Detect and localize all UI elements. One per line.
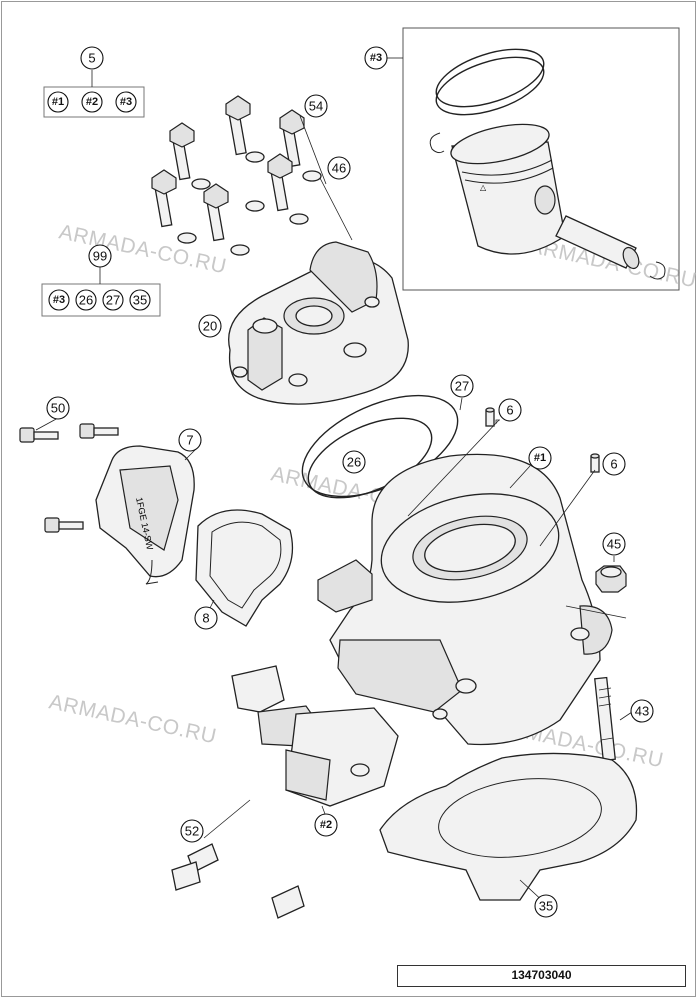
head-bolts [151,95,305,242]
svg-text:7: 7 [186,433,193,448]
svg-text:#3: #3 [53,294,65,306]
svg-text:#1: #1 [52,96,64,108]
svg-text:#3: #3 [370,52,382,64]
watermark-1: ARMADA-CO.RU [57,220,229,278]
callout-27a: 27 [102,289,124,311]
piston-kit-frame [402,27,680,291]
callout-20: 20 [198,314,222,338]
callout-3c: #3 [48,289,70,311]
svg-text:52: 52 [185,824,199,839]
nut-45 [595,565,627,593]
svg-text:6: 6 [610,457,617,472]
callout-26a: 26 [75,289,97,311]
svg-text:35: 35 [539,899,553,914]
callout-27: 27 [450,374,474,398]
piston-pin [555,215,640,270]
svg-text:△: △ [480,183,487,192]
svg-text:#2: #2 [320,819,332,831]
svg-text:26: 26 [79,293,93,308]
svg-text:#2: #2 [86,96,98,108]
svg-text:99: 99 [93,249,107,264]
bushings-52 [171,843,305,919]
callout-46: 46 [327,156,351,180]
svg-text:50: 50 [51,401,65,416]
svg-text:27: 27 [106,293,120,308]
callout-54: 54 [304,94,328,118]
svg-text:5: 5 [88,51,95,66]
circlip-right [649,261,666,280]
callout-99: 99 [88,244,112,268]
svg-text:#3: #3 [120,96,132,108]
callout-50: 50 [46,396,70,420]
piston: △ [450,123,566,255]
callout-6b: 6 [602,452,626,476]
circlip-left [429,132,445,154]
exhaust-flange-cover: 1FGE 14-SW [95,445,195,585]
svg-text:20: 20 [203,319,217,334]
callout-6a: 6 [498,398,522,422]
watermark-4: ARMADA-CO.RU [47,690,219,748]
callout-3b: #3 [364,46,388,70]
callout-43: 43 [630,699,654,723]
svg-text:26: 26 [347,455,361,470]
svg-text:8: 8 [202,611,209,626]
svg-text:#1: #1 [534,452,546,464]
svg-text:35: 35 [133,293,147,308]
callouts: 5 #1 #2 #3 54 46 #3 99 #3 26 27 35 20 27… [46,46,654,918]
callout-8: 8 [194,606,218,630]
callout-5: 5 [80,46,104,70]
o-ring-26 [307,417,433,499]
svg-text:45: 45 [607,537,621,552]
cylinder [317,453,613,746]
callout-1a: #1 [47,91,69,113]
svg-text:6: 6 [506,403,513,418]
callout-2a: #2 [81,91,103,113]
callout-26: 26 [342,450,366,474]
drawing-code: 134703040 [397,965,686,987]
gasket-8 [195,509,294,627]
valve-parts [231,665,399,807]
svg-text:27: 27 [455,379,469,394]
callout-45: 45 [602,532,626,556]
svg-text:54: 54 [309,99,323,114]
bolts-50 [19,423,119,533]
dowel-pins [485,407,600,473]
callout-35: 35 [534,894,558,918]
callout-35a: 35 [129,289,151,311]
base-gasket-35 [379,752,638,901]
washers [177,151,322,256]
svg-text:46: 46 [332,161,346,176]
callout-7: 7 [178,428,202,452]
piston-rings [435,48,545,116]
svg-text:43: 43 [635,704,649,719]
cylinder-head [228,241,409,405]
callout-3a: #3 [115,91,137,113]
callout-2b: #2 [314,813,338,837]
callout-52: 52 [180,819,204,843]
callout-1b: #1 [528,446,552,470]
